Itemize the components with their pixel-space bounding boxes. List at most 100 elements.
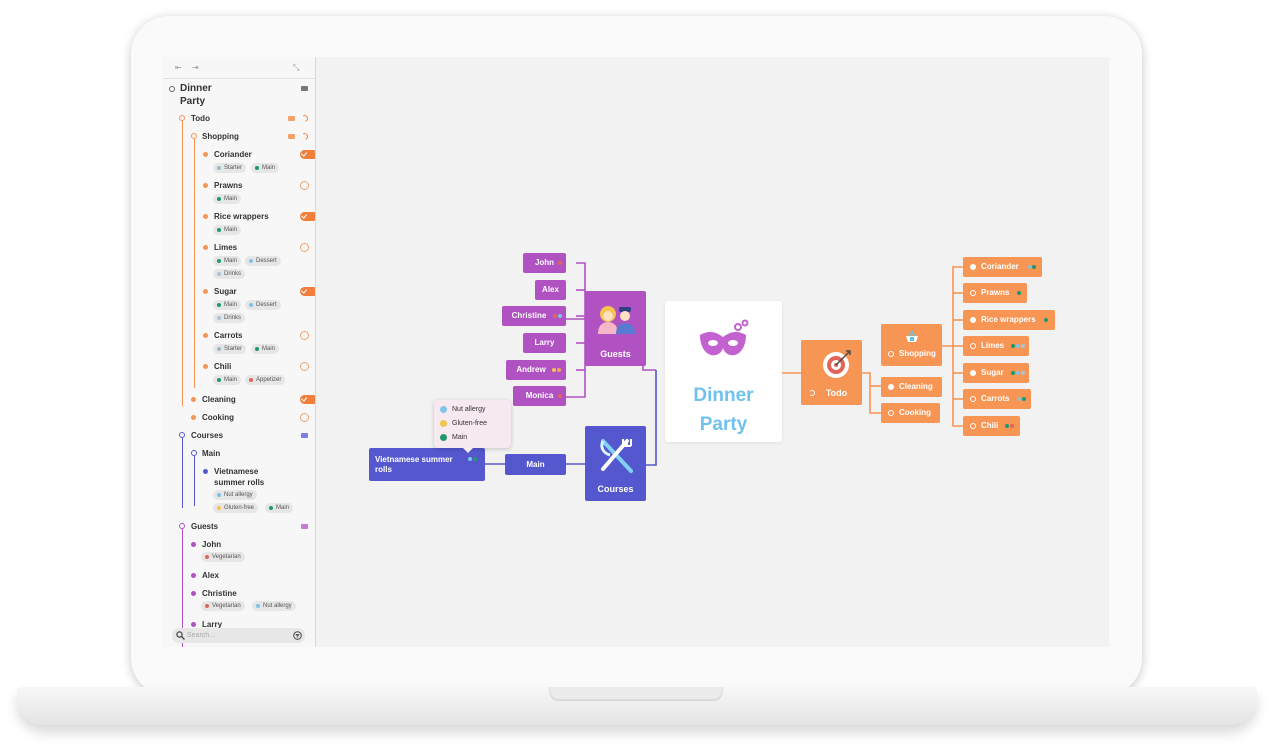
- item-label-limes[interactable]: Limes: [214, 243, 238, 252]
- guest-node-larry[interactable]: Larry: [523, 333, 566, 353]
- courses-label[interactable]: Courses: [191, 431, 224, 440]
- courses-node[interactable]: Courses: [585, 426, 646, 501]
- central-title-line2: Party: [699, 414, 748, 435]
- tag-main[interactable]: Main: [213, 375, 242, 385]
- tag-main[interactable]: Main: [251, 163, 280, 173]
- root-label[interactable]: Dinner Party: [180, 83, 212, 107]
- tag-nut-allergy[interactable]: Nut allergy: [252, 601, 296, 611]
- shopping-progress-icon: [300, 132, 309, 141]
- tag-main[interactable]: Main: [213, 194, 242, 204]
- tag-starter[interactable]: Starter: [213, 163, 247, 173]
- guests-node[interactable]: Guests: [585, 291, 646, 366]
- main-node[interactable]: Main: [505, 454, 566, 475]
- guest-label-christine[interactable]: Christine: [202, 589, 237, 598]
- guest-node-alex[interactable]: Alex: [535, 280, 566, 300]
- tag-vegetarian[interactable]: Vegetarian: [201, 552, 245, 562]
- todo-label[interactable]: Todo: [191, 114, 210, 123]
- cooking-node[interactable]: Cooking: [881, 403, 940, 423]
- checkbox-empty-icon[interactable]: [300, 181, 309, 190]
- shop-node-rice-wrappers[interactable]: Rice wrappers: [963, 310, 1055, 330]
- tag-main[interactable]: Main: [265, 503, 294, 513]
- shop-node-limes[interactable]: Limes: [963, 336, 1029, 356]
- todo-node[interactable]: Todo: [801, 340, 862, 405]
- cooking-label[interactable]: Cooking: [202, 413, 234, 422]
- tag-drinks[interactable]: Drinks: [213, 313, 246, 323]
- checkbox-empty-icon[interactable]: [300, 331, 309, 340]
- checkbox-empty-icon[interactable]: [300, 243, 309, 252]
- nut-allergy-color-dot: [440, 406, 447, 413]
- courses-image-icon: [301, 433, 308, 438]
- item-label-carrots[interactable]: Carrots: [214, 331, 243, 340]
- tag-dessert[interactable]: Dessert: [245, 256, 281, 266]
- shop-node-carrots[interactable]: Carrots: [963, 389, 1031, 409]
- central-topic[interactable]: Dinner Party: [665, 301, 782, 442]
- item-label-rice-wrappers[interactable]: Rice wrappers: [214, 212, 269, 221]
- checkbox-checked-icon[interactable]: [300, 150, 315, 159]
- guest-node-monica[interactable]: Monica: [513, 386, 566, 406]
- shopping-checkbox[interactable]: [888, 351, 894, 357]
- tag-dessert[interactable]: Dessert: [245, 300, 281, 310]
- courses-toggle-icon[interactable]: [179, 432, 185, 438]
- people-icon: [598, 306, 635, 334]
- checkbox-empty-icon[interactable]: [300, 413, 309, 422]
- main-label[interactable]: Main: [202, 449, 221, 458]
- tag-gluten-free[interactable]: Gluten-free: [213, 503, 259, 513]
- search-input[interactable]: Search...: [172, 628, 305, 643]
- filter-icon[interactable]: [293, 631, 302, 640]
- item-label-chili[interactable]: Chili: [214, 362, 232, 371]
- checkbox-checked-icon[interactable]: [300, 395, 315, 404]
- guests-toggle-icon[interactable]: [179, 523, 185, 529]
- tag-drinks[interactable]: Drinks: [213, 269, 246, 279]
- bullet-icon: [203, 333, 208, 338]
- expand-all-icon[interactable]: ⇥: [192, 63, 199, 72]
- checkbox-checked-icon[interactable]: [300, 212, 315, 221]
- tag-vegetarian[interactable]: Vegetarian: [201, 601, 245, 611]
- image-icon: [301, 86, 308, 91]
- cleaning-checkbox-checked: [888, 384, 894, 390]
- guests-node-label: Guests: [600, 349, 631, 359]
- checkbox-checked-icon[interactable]: [300, 287, 315, 296]
- main-color-dot: [440, 434, 447, 441]
- collapse-all-icon[interactable]: ⇤: [175, 63, 182, 72]
- bullet-icon: [203, 469, 208, 474]
- tag-nut-allergy[interactable]: Nut allergy: [213, 490, 257, 500]
- guests-label[interactable]: Guests: [191, 522, 219, 531]
- collapse-toggle-icon[interactable]: [169, 86, 175, 92]
- tag-main[interactable]: Main: [251, 344, 280, 354]
- fullscreen-icon[interactable]: ⤡: [293, 63, 300, 72]
- guest-node-john[interactable]: John: [523, 253, 566, 273]
- shop-node-coriander[interactable]: Coriander: [963, 257, 1042, 277]
- item-label-coriander[interactable]: Coriander: [214, 150, 252, 159]
- popup-arrow: [462, 447, 474, 453]
- cleaning-node[interactable]: Cleaning: [881, 377, 942, 397]
- guest-node-christine[interactable]: Christine: [502, 306, 566, 326]
- shop-node-chili[interactable]: Chili: [963, 416, 1020, 436]
- dish-label-line2[interactable]: summer rolls: [214, 478, 265, 487]
- courses-branch-line: [182, 438, 183, 508]
- guest-node-andrew[interactable]: Andrew: [506, 360, 566, 380]
- dish-label-line1[interactable]: Vietnamese: [214, 467, 259, 476]
- tag-appetizer[interactable]: Appetizer: [245, 375, 286, 385]
- shop-node-prawns[interactable]: Prawns: [963, 283, 1027, 303]
- item-label-sugar[interactable]: Sugar: [214, 287, 237, 296]
- basket-icon: [906, 331, 918, 342]
- checkbox-empty-icon[interactable]: [300, 362, 309, 371]
- guest-label-alex[interactable]: Alex: [202, 571, 219, 580]
- item-label-prawns[interactable]: Prawns: [214, 181, 243, 190]
- todo-toggle-icon[interactable]: [179, 115, 185, 121]
- shop-node-sugar[interactable]: Sugar: [963, 363, 1029, 383]
- tag-starter[interactable]: Starter: [213, 344, 247, 354]
- shopping-node[interactable]: Shopping: [881, 324, 942, 366]
- bullet-icon: [203, 152, 208, 157]
- cleaning-label[interactable]: Cleaning: [202, 395, 236, 404]
- main-toggle-icon[interactable]: [191, 450, 197, 456]
- tag-main[interactable]: Main: [213, 256, 242, 266]
- shopping-toggle-icon[interactable]: [191, 133, 197, 139]
- shopping-label[interactable]: Shopping: [202, 132, 239, 141]
- guest-label-larry[interactable]: Larry: [202, 620, 223, 629]
- mind-map-canvas[interactable]: Dinner Party Guests John Alex Christine …: [163, 57, 1109, 647]
- guest-label-john[interactable]: John: [202, 540, 222, 549]
- tag-main[interactable]: Main: [213, 300, 242, 310]
- tag-main[interactable]: Main: [213, 225, 242, 235]
